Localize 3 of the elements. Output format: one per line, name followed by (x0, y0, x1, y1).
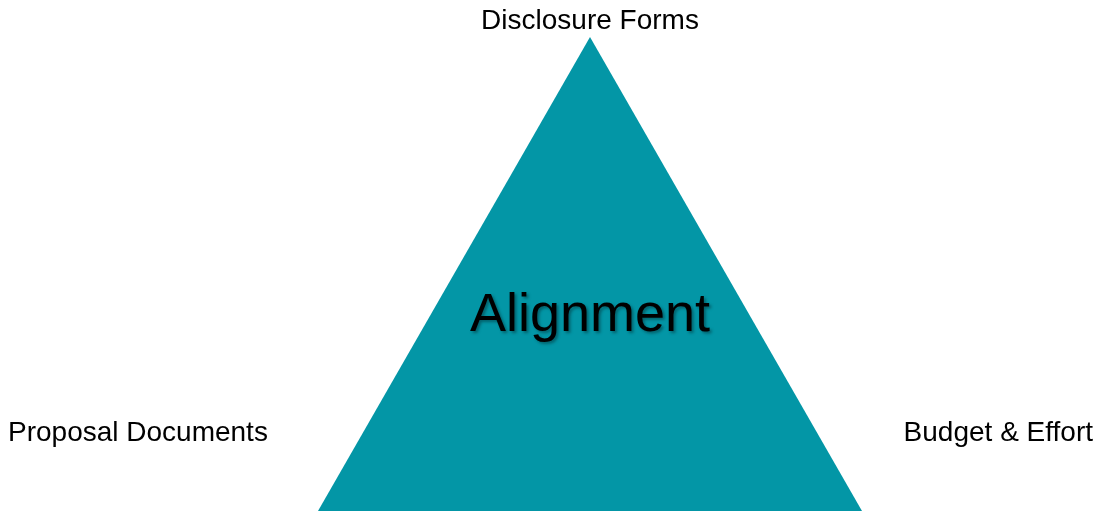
corner-label: Disclosure Forms (480, 3, 700, 37)
corner-label: Proposal Documents (8, 415, 269, 449)
corner-label: Budget & Effort (902, 415, 1093, 449)
